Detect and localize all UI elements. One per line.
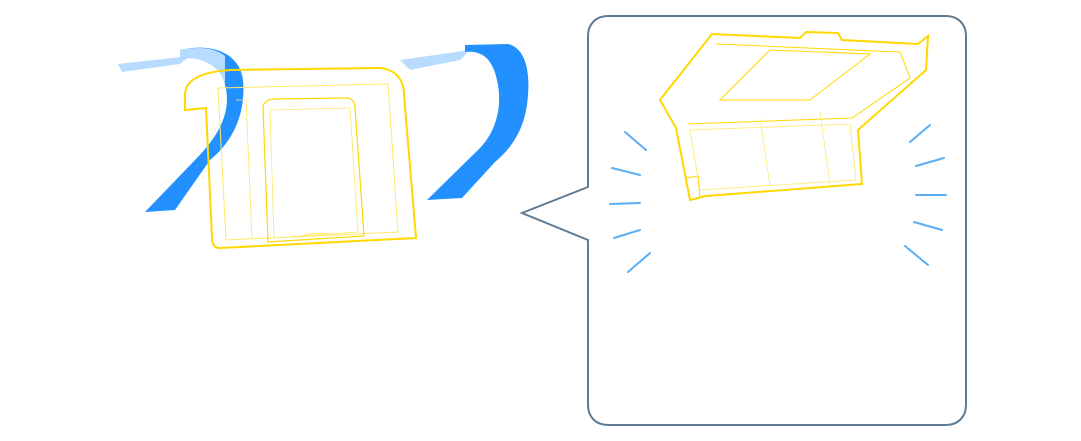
tape-right (427, 44, 529, 200)
tape-right-back (400, 50, 470, 70)
tape-left (145, 47, 244, 213)
printer-tilted-view (658, 30, 930, 202)
printer-body (184, 66, 418, 250)
callout-bubble (519, 15, 967, 426)
shake-lines (609, 124, 947, 273)
printer-front-view (118, 44, 529, 250)
tape-left-back (118, 56, 190, 72)
